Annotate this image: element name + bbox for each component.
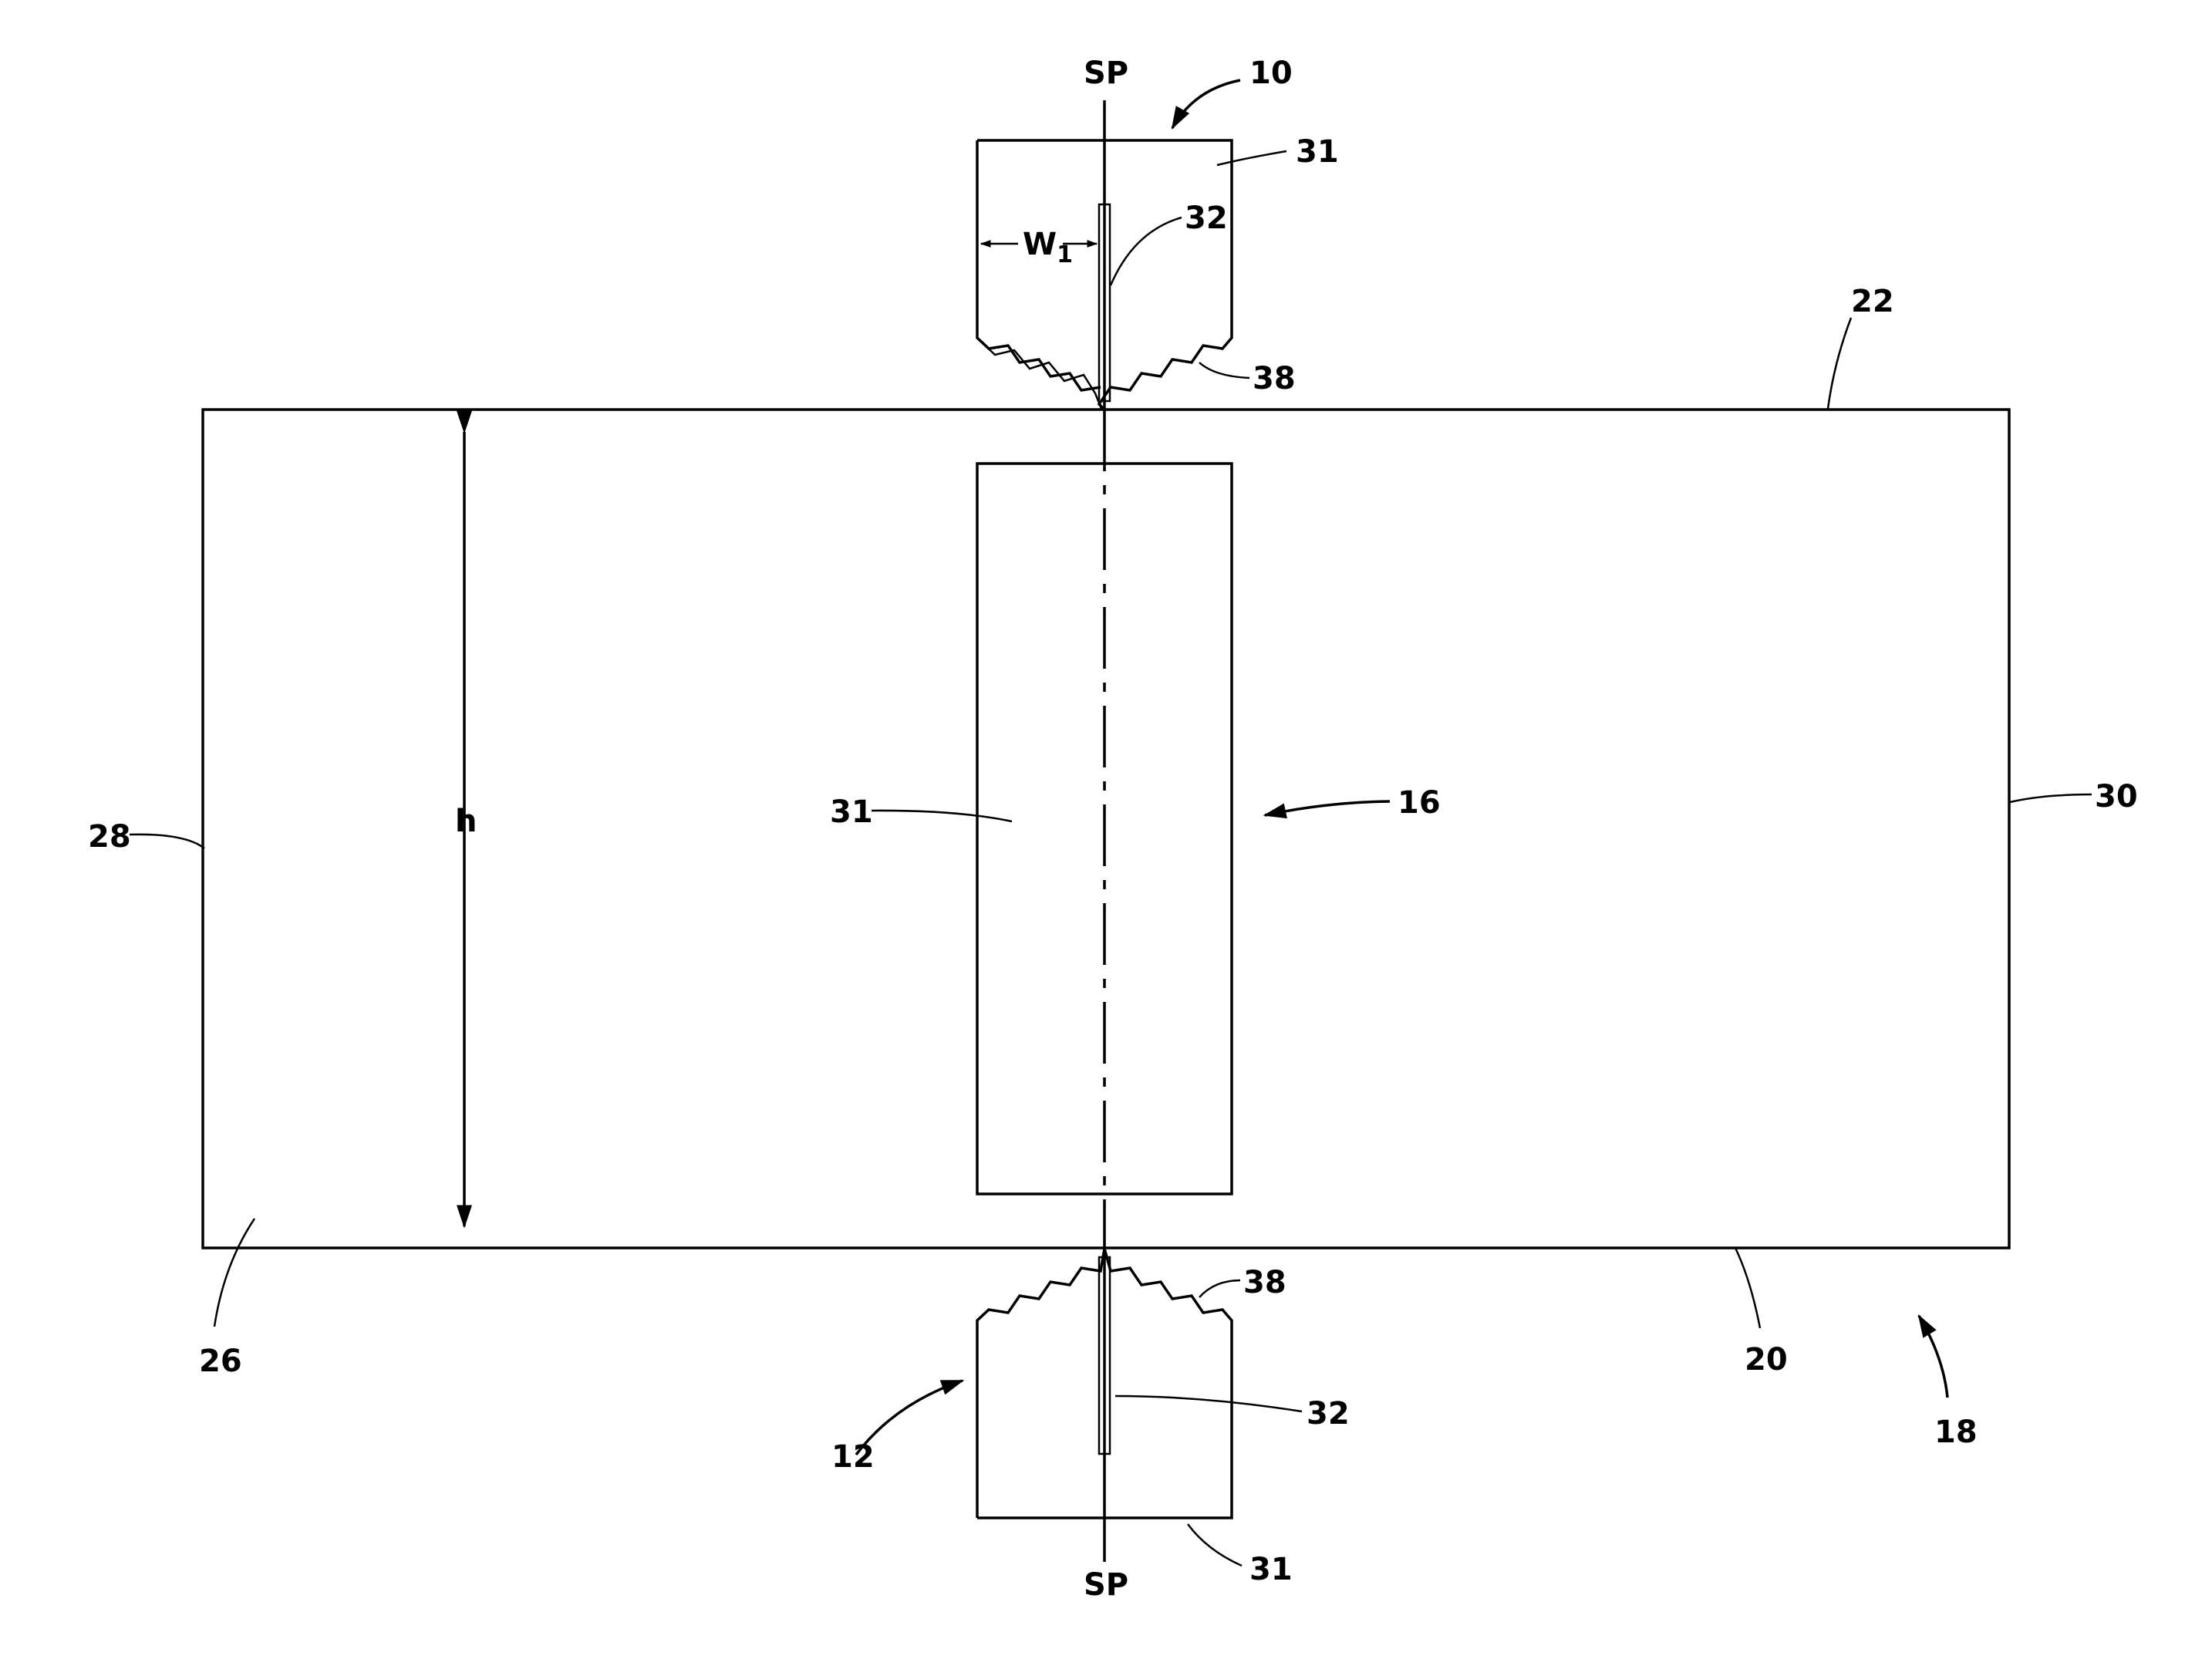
leader-28 [130, 835, 204, 848]
ref-38-bottom-label: 38 [1243, 1265, 1286, 1300]
leader-10 [1172, 80, 1240, 128]
leader-18 [1919, 1316, 1947, 1398]
leader-20 [1735, 1248, 1760, 1328]
ref-32-top-label: 32 [1185, 201, 1228, 236]
leader-31-top [1217, 151, 1286, 165]
ref-32-bottom-label: 32 [1307, 1396, 1350, 1432]
ref-12-label: 12 [831, 1439, 875, 1475]
leader-26 [214, 1219, 255, 1327]
ref-18-label: 18 [1934, 1415, 1978, 1450]
leader-32-bottom [1115, 1396, 1302, 1411]
sp-label-top: SP [1084, 56, 1128, 91]
ref-31-top-label: 31 [1296, 134, 1339, 170]
leader-32-top [1111, 218, 1182, 285]
ref-20-label: 20 [1745, 1342, 1788, 1378]
sp-label-bottom: SP [1084, 1567, 1128, 1603]
leader-30 [2010, 794, 2092, 802]
ref-38-top-label: 38 [1253, 361, 1296, 396]
ref-10-label: 10 [1249, 56, 1293, 91]
leader-16 [1265, 801, 1390, 815]
dimension-w1-label: W1 [1023, 227, 1073, 268]
leader-22 [1828, 318, 1851, 409]
ref-16-label: 16 [1398, 785, 1441, 821]
leader-38-bottom [1199, 1280, 1240, 1297]
leader-31-center [872, 811, 1012, 821]
ref-31-bottom-label: 31 [1249, 1552, 1293, 1587]
leader-31-bottom [1188, 1524, 1242, 1566]
ref-26-label: 26 [199, 1344, 242, 1379]
ref-30-label: 30 [2095, 779, 2138, 814]
ref-22-label: 22 [1851, 284, 1894, 319]
leader-38-top [1199, 363, 1249, 378]
dimension-h-label: h [455, 804, 477, 839]
ref-31-center-label: 31 [830, 794, 873, 830]
ref-28-label: 28 [88, 819, 131, 855]
